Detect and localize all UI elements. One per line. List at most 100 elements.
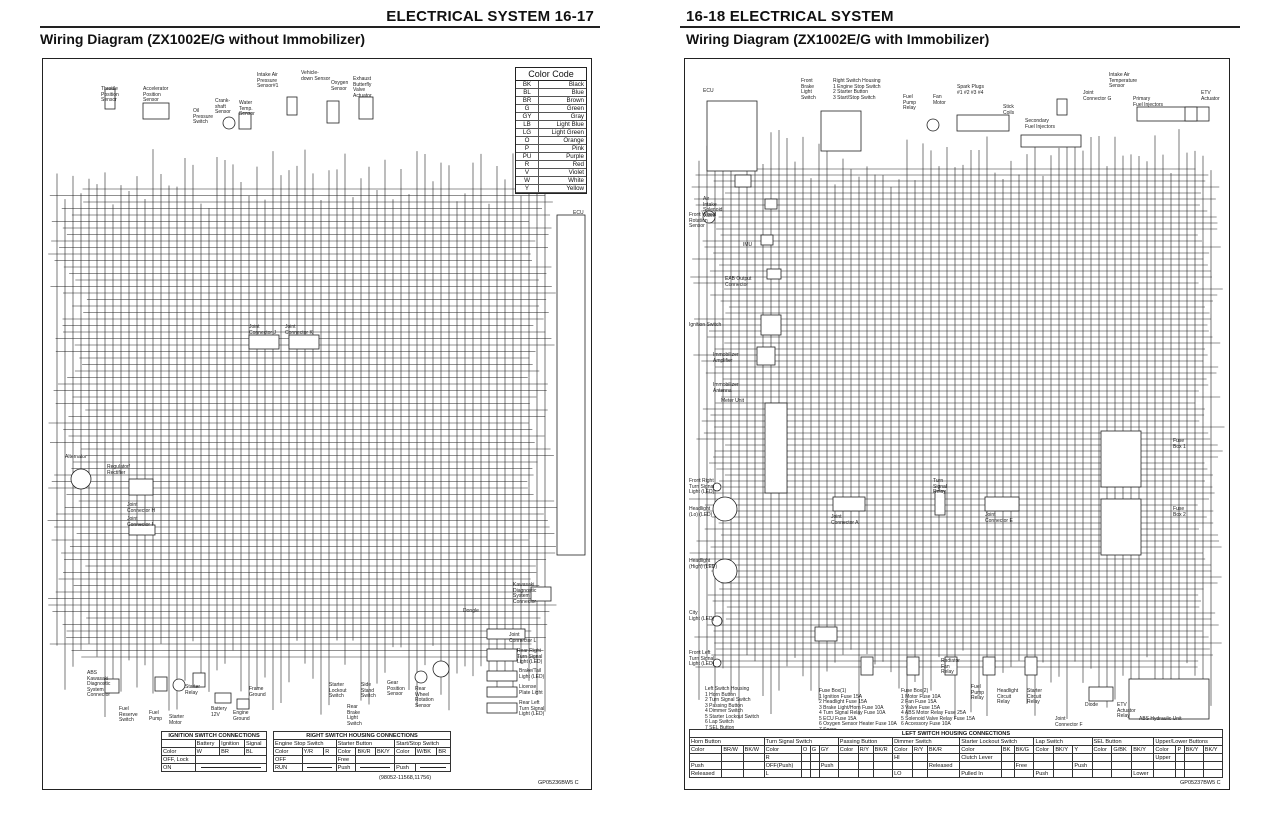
component-symbol [766, 268, 782, 280]
ls-cell [1053, 769, 1074, 778]
component-symbol [814, 626, 838, 642]
component-symbol [486, 648, 518, 662]
rs-cell [301, 755, 337, 764]
label-vehicle-down: Vehicle- down Sensor [301, 70, 331, 82]
ls-group-header: SEL Button [1091, 737, 1155, 746]
ls-cell: Color [892, 745, 913, 754]
label-side-stand: Side Stand Switch [361, 682, 376, 699]
ls-cell [1013, 769, 1035, 778]
ls-cell [857, 753, 874, 762]
ls-cell [1111, 769, 1133, 778]
ls-cell [721, 753, 744, 762]
label-primary-injectors: Primary Fuel Injectors [1133, 96, 1164, 108]
rs-color-cell: R [323, 747, 337, 756]
label-joint-connector-e: Joint Connector E [985, 512, 1013, 524]
ls-cell: BK/Y [1131, 745, 1155, 754]
component-symbol [832, 496, 866, 512]
ls-cell: G/BK [1111, 745, 1133, 754]
label-joint-connector-g: Joint Connector G [1083, 90, 1112, 102]
component-symbol [760, 314, 782, 336]
component-symbol [172, 678, 186, 692]
ls-cell: Color [1091, 745, 1113, 754]
ign-col-battery: Battery [194, 739, 221, 748]
header-rule-left [40, 26, 600, 28]
label-ignition-switch: Ignition Switch [689, 322, 722, 328]
ls-cell [1033, 761, 1055, 770]
ls-cell [926, 753, 961, 762]
ls-cell: Color [837, 745, 859, 754]
ls-cell [892, 761, 913, 770]
ign-row-off: OFF, Lock [161, 755, 196, 764]
engine-stop-header: Engine Stop Switch [273, 739, 337, 748]
ls-cell: P [1175, 745, 1185, 754]
component-symbol [70, 468, 92, 490]
component-symbol [934, 490, 946, 516]
rs-bar [301, 763, 337, 772]
ls-cell [857, 769, 874, 778]
label-license-light: License Plate Light [519, 684, 543, 696]
ls-cell: Color [959, 745, 1002, 754]
component-symbol [286, 96, 298, 116]
rs-bar [414, 763, 452, 772]
rs-color-cell: BR [436, 747, 451, 756]
rs-color-cell: Color [394, 747, 416, 756]
diagram-title-right: Wiring Diagram (ZX1002E/G with Immobiliz… [686, 31, 990, 47]
color-name: Green [538, 104, 586, 113]
ls-cell [911, 761, 928, 770]
component-symbol [1184, 106, 1198, 122]
fuse-box2-notes: Fuse Box(2) 1 Motor Fuse 10A 2 Fan Fuse … [901, 688, 976, 727]
label-rear-brake: Rear Brake Light Switch [347, 704, 362, 727]
label-rear-left-turn: Rear Left Turn Signal Light (LED) [519, 700, 545, 717]
label-oxygen-sensor: Oxygen Sensor [331, 80, 349, 92]
ls-cell: BK/W [742, 745, 765, 754]
label-joint-connector-a: Joint Connector A [831, 514, 859, 526]
ls-cell: Released [926, 761, 961, 770]
label-gear-position: Gear Position Sensor [387, 680, 405, 697]
color-abbrev: PU [516, 152, 539, 161]
ls-cell [742, 769, 765, 778]
ls-cell [1072, 769, 1093, 778]
ls-cell: Free [1013, 761, 1035, 770]
ls-cell [959, 761, 1002, 770]
ls-cell [1091, 753, 1113, 762]
label-rear-wheel-sensor: Rear Wheel Rotation Sensor [415, 686, 434, 709]
ls-cell [837, 753, 859, 762]
ls-cell: Clutch Lever [959, 753, 1002, 762]
label-eab-output: EAB Output Connector [725, 276, 752, 288]
ls-group-header: Starter Lockout Switch [959, 737, 1035, 746]
component-symbol [1136, 106, 1210, 122]
ls-cell: BK/R [872, 745, 894, 754]
component-symbol [486, 628, 526, 640]
ls-cell [1131, 761, 1155, 770]
component-symbol [764, 198, 778, 210]
ls-cell: Color [1153, 745, 1177, 754]
wiring-lines-left [47, 88, 586, 717]
component-symbol [711, 615, 723, 627]
component-symbol [860, 656, 874, 676]
component-symbol [906, 656, 920, 676]
component-symbol [982, 656, 996, 676]
component-symbol [706, 100, 758, 172]
right-switch-title: RIGHT SWITCH HOUSING CONNECTIONS [273, 731, 451, 740]
component-symbol [1128, 678, 1210, 720]
ls-cell [1175, 753, 1185, 762]
ls-cell [688, 753, 723, 762]
component-symbol [712, 496, 738, 522]
color-abbrev: BR [516, 96, 539, 105]
ign-connection-bar [194, 763, 268, 772]
color-abbrev: V [516, 168, 539, 177]
label-secondary-injectors: Secondary Fuel Injectors [1025, 118, 1056, 130]
label-fan-motor: Fan Motor [933, 94, 946, 106]
component-symbol [486, 702, 518, 714]
label-etv-actuator: ETV Actuator [1201, 90, 1220, 102]
ls-cell [1111, 761, 1133, 770]
component-symbol [712, 482, 722, 492]
rs-color-cell: Color [273, 747, 303, 756]
ls-group-header: Horn Button [689, 737, 765, 746]
